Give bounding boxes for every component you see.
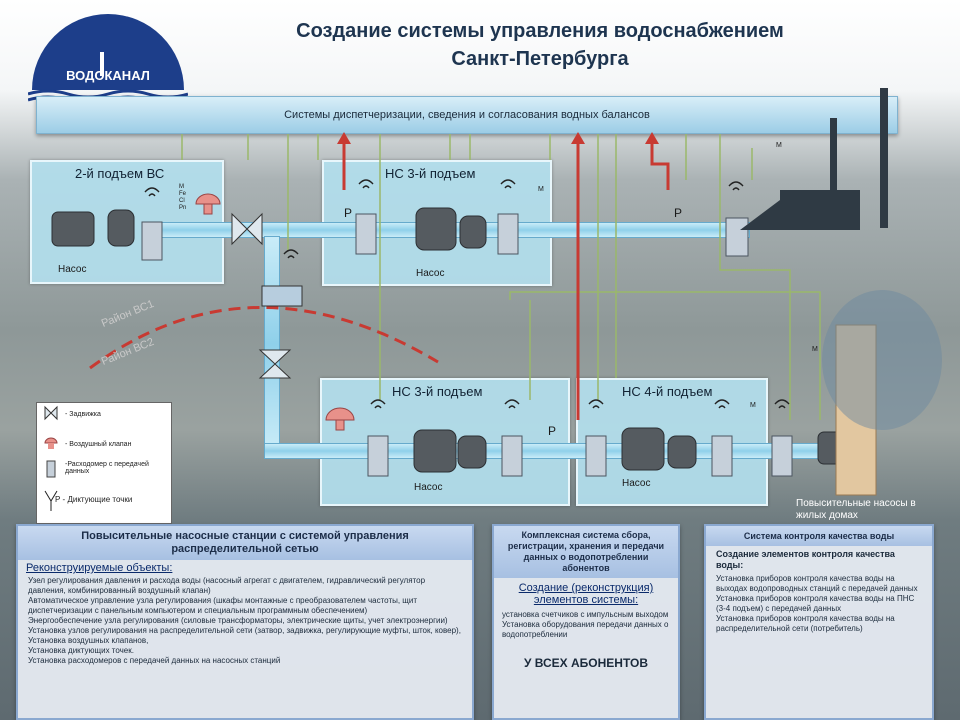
meter-point-3: M	[538, 186, 544, 193]
list-item: Установка расходомеров с передачей данны…	[28, 656, 281, 665]
list-item: установка счетчиков с импульсным выходом	[502, 610, 669, 619]
station-ns4	[576, 378, 768, 506]
list-item: Автоматическое управление узла регулиров…	[28, 596, 418, 615]
legend: - Задвижка - Воздушный клапан -Расходоме…	[36, 402, 172, 524]
panel-booster-stations: Повысительные насосные станции с системо…	[16, 524, 474, 720]
list-item: Узел регулирования давления и расхода во…	[28, 576, 426, 595]
legend-item-flowmeter: -Расходомер с передачей данных	[65, 461, 149, 475]
sensor-label-fe: Fe	[179, 191, 187, 197]
panel-metering-subtitle: Создание (реконструкция) элементов систе…	[518, 582, 654, 606]
meter-point-2: M	[812, 346, 818, 353]
list-item: Установка приборов контроля качества вод…	[716, 594, 915, 613]
meter-point-1: M	[776, 142, 782, 149]
pump-label-ns4: Насос	[622, 478, 651, 489]
list-item: Установка воздушных клапанов,	[28, 636, 149, 645]
station-ns3-bottom-title: НС 3-й подъем	[392, 384, 483, 399]
station-ns4-title: НС 4-й подъем	[622, 384, 713, 399]
meter-point-4: M	[750, 402, 756, 409]
list-item: Энергообеспечение узла регулирования (си…	[28, 616, 448, 625]
page-subtitle: Санкт-Петербурга	[451, 48, 629, 70]
legend-item-air-valve: - Воздушный клапан	[65, 441, 132, 448]
panel-quality-control: Система контроля качества воды Создание …	[704, 524, 934, 720]
page-title: Создание системы управления водоснабжени…	[296, 20, 784, 42]
sensor-label-m: M	[179, 184, 184, 190]
panel-quality-title: Система контроля качества воды	[706, 526, 932, 546]
panel-booster-title: Повысительные насосные станции с системо…	[18, 526, 472, 560]
pump-label-ns3-top: Насос	[416, 268, 445, 279]
panel-metering-list: установка счетчиков с импульсным выходом…	[494, 610, 678, 640]
pressure-point-1: P	[344, 206, 353, 220]
panel-metering-footer: У ВСЕХ АБОНЕНТОВ	[523, 656, 648, 670]
station-ns3-top-title: НС 3-й подъем	[385, 166, 476, 181]
legend-item-valve: - Задвижка	[65, 411, 101, 418]
dispatch-system-bar: Системы диспетчеризации, сведения и согл…	[36, 96, 898, 134]
logo-text: ВОДОКАНАЛ	[66, 68, 150, 83]
legend-item-dictating-point: Р - Диктующие точки	[55, 495, 133, 504]
panel-booster-subtitle: Реконструируемые объекты:	[26, 562, 173, 574]
sensor-label-pn: Pn	[179, 205, 187, 211]
legend-symbols	[44, 405, 58, 511]
panel-booster-list: Узел регулирования давления и расхода во…	[18, 576, 472, 666]
panel-metering-system: Комплексная система сбора, регистрации, …	[492, 524, 680, 720]
list-item: Установка оборудования передачи данных о…	[502, 620, 669, 639]
dispatch-system-label: Системы диспетчеризации, сведения и согл…	[284, 109, 650, 121]
panel-metering-title: Комплексная система сбора, регистрации, …	[494, 526, 678, 578]
pressure-point-3: P	[548, 424, 557, 438]
pressure-point-2: P	[674, 206, 683, 220]
list-item: Установка приборов контроля качества вод…	[716, 614, 895, 633]
list-item: Установка приборов контроля качества вод…	[716, 574, 918, 593]
list-item: Установка узлов регулирования на распред…	[28, 626, 461, 635]
pump-label-ns3-bottom: Насос	[414, 482, 443, 493]
residential-label: Повысительные насосы в жилых домах	[796, 498, 916, 521]
list-item: Установка диктующих точек.	[28, 646, 134, 655]
sensor-label-cl: Cl	[179, 198, 185, 204]
panel-quality-list: Установка приборов контроля качества вод…	[706, 574, 932, 634]
pump-label-vs2: Насос	[58, 264, 87, 275]
panel-quality-subtitle: Создание элементов контроля качества вод…	[716, 549, 895, 570]
station-vs2-title: 2-й подъем ВС	[75, 166, 165, 181]
